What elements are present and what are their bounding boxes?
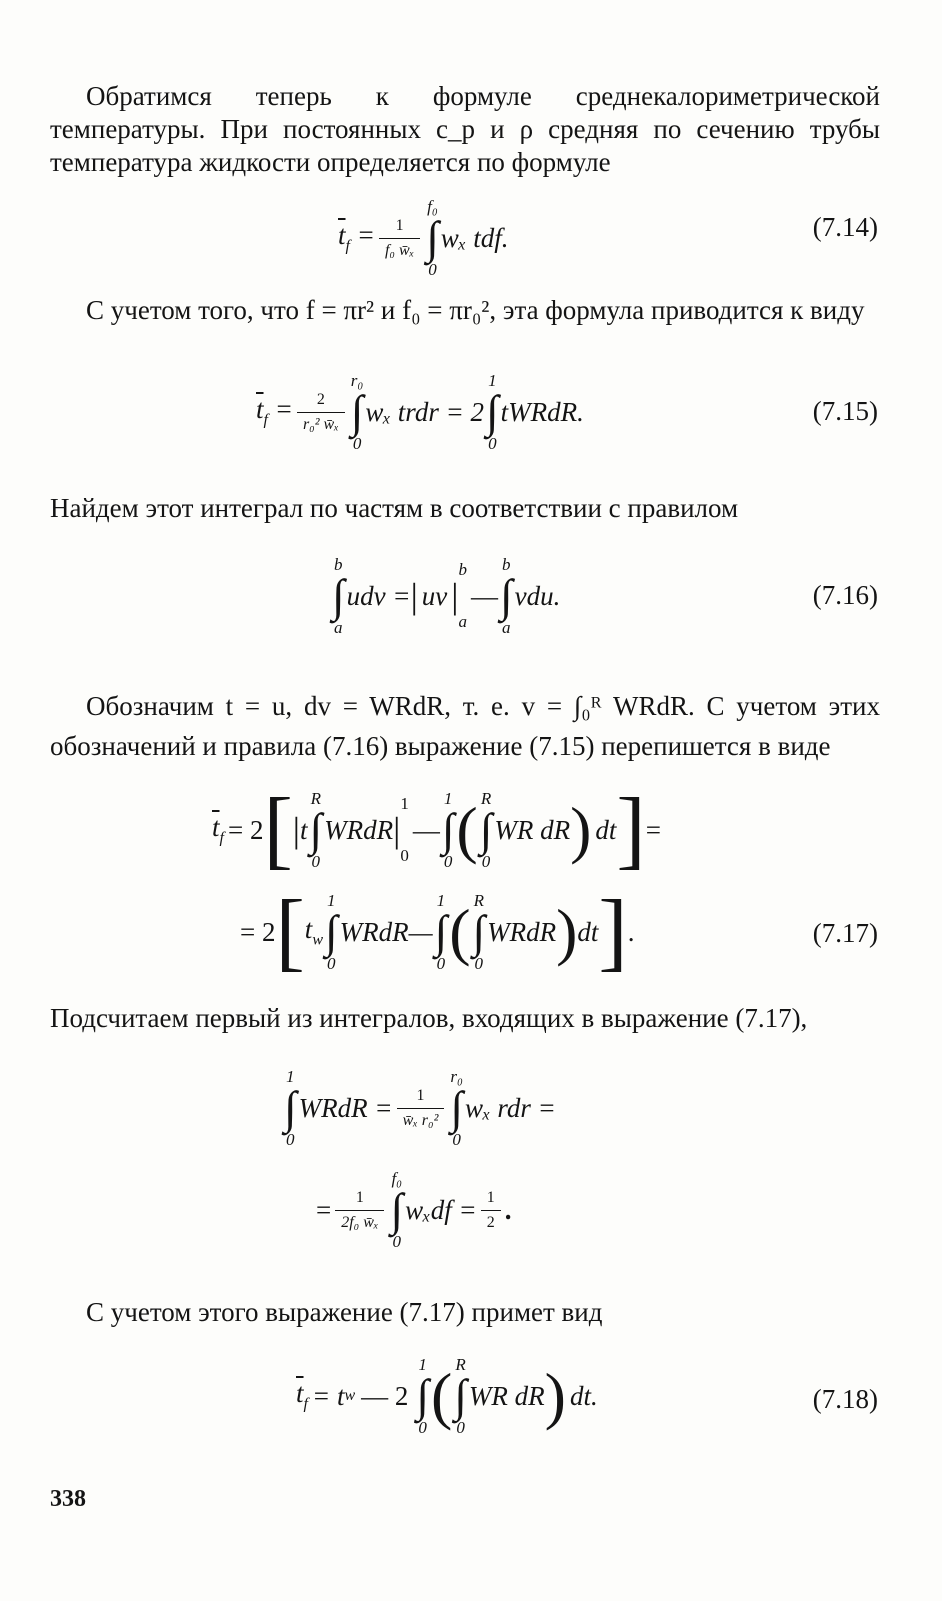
integral-sign: f₀ ∫ 0 xyxy=(426,197,439,279)
fraction: 1 w̄ₓ r₀² xyxy=(396,1087,445,1130)
integral-sign: b ∫ a xyxy=(332,555,345,637)
paragraph-by-parts: Найдем этот интеграл по частям в соответ… xyxy=(50,493,739,523)
integral-sign: 1 ∫ 0 xyxy=(441,789,455,871)
integral-sign: 1 ∫ 0 xyxy=(434,891,448,973)
integral-sign: R ∫ 0 xyxy=(454,1355,467,1437)
fraction: 1 2f₀ w̄ₓ xyxy=(335,1189,385,1232)
equation-7-15: tf = 2 r₀² w̄ₓ r₀ ∫ 0 wₓ trdr = 2 1 ∫ 0 … xyxy=(256,371,584,453)
equation-number: (7.16) xyxy=(812,580,878,610)
equation-number: (7.18) xyxy=(812,1384,878,1414)
integral-sign: f₀ ∫ 0 xyxy=(390,1169,404,1251)
equation-7-17-line2: = 2 [ tw 1 ∫ 0 WRdR— 1 ∫ 0 ( R ∫ 0 WRdR … xyxy=(240,883,635,980)
page-number: 338 xyxy=(50,1486,86,1512)
fraction: 2 r₀² w̄ₓ xyxy=(296,391,345,434)
integral-sign: 1 ∫ 0 xyxy=(486,371,499,453)
integral-sign: r₀ ∫ 0 xyxy=(450,1067,463,1149)
equation-first-integral-result: = 1 2f₀ w̄ₓ f₀ ∫ 0 wₓdf = 1 2 . xyxy=(316,1169,512,1251)
integral-sign: R ∫ 0 xyxy=(479,789,493,871)
equation-number: (7.15) xyxy=(812,396,878,426)
paragraph-result: С учетом этого выражение (7.17) примет в… xyxy=(86,1297,603,1327)
integral-sign: r₀ ∫ 0 xyxy=(350,371,364,453)
integral-sign: R ∫ 0 xyxy=(472,891,486,973)
integral-sign: 1 ∫ 0 xyxy=(416,1355,429,1437)
paragraph-substitution: С учетом того, что f = πr² и f₀ = πr₀², … xyxy=(86,295,865,325)
integral-sign: R ∫ 0 xyxy=(309,789,323,871)
integral-sign: 1 ∫ 0 xyxy=(284,1067,297,1149)
equation-7-14: tf = 1 f₀ w̄ₓ f₀ ∫ 0 wₓ tdf. xyxy=(338,197,509,279)
equation-number: (7.14) xyxy=(812,212,878,242)
paragraph-intro: Обратимся теперь к формуле среднекалорим… xyxy=(50,81,880,177)
paragraph-first-integral: Подсчитаем первый из интегралов, входящи… xyxy=(50,1003,808,1033)
integral-sign: b ∫ a xyxy=(500,555,513,637)
paragraph-notation: Обозначим t = u, dv = WRdR, т. е. v = ∫₀… xyxy=(50,691,880,761)
integral-sign: 1 ∫ 0 xyxy=(324,891,338,973)
fraction: 1 2 xyxy=(480,1189,501,1232)
fraction: 1 f₀ w̄ₓ xyxy=(378,217,421,260)
equation-first-integral: 1 ∫ 0 WRdR = 1 w̄ₓ r₀² r₀ ∫ 0 wₓ rdr = xyxy=(284,1067,556,1149)
equation-number: (7.17) xyxy=(812,918,878,948)
